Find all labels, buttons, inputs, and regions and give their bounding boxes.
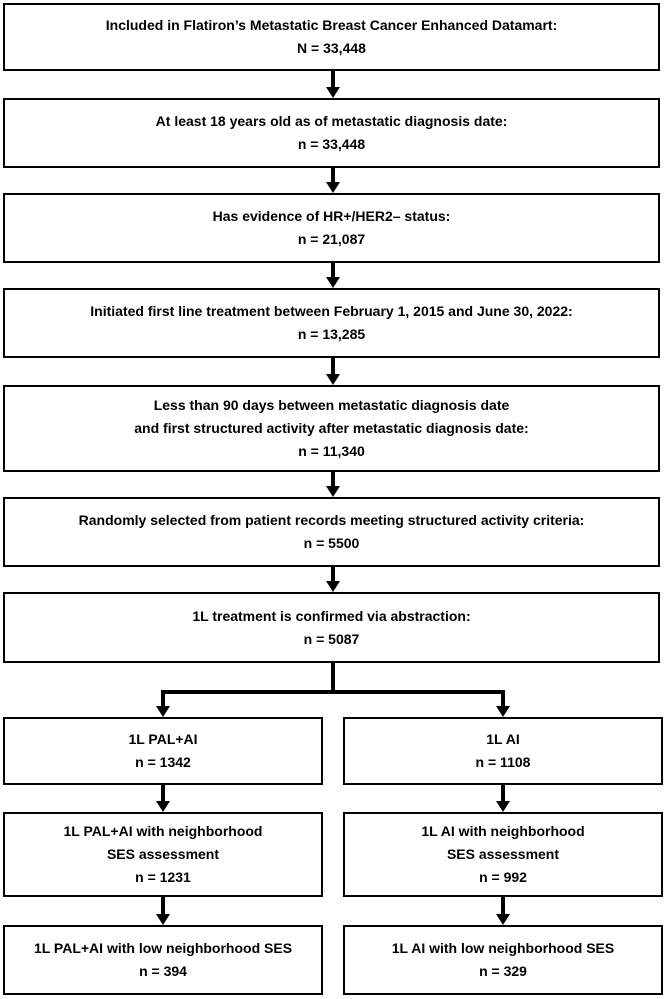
arrow-head-icon [326, 277, 340, 288]
box-title: 1L AI with low neighborhood SES [391, 940, 615, 956]
arrow-head-icon [156, 801, 170, 812]
box-title: 1L PAL+AI with low neighborhood SES [33, 940, 293, 956]
arrow-head-icon [326, 374, 340, 385]
box-hr-her2-status: Has evidence of HR+/HER2– status: n = 21… [3, 193, 660, 263]
box-1l-ai: 1L AI n = 1108 [343, 717, 663, 785]
box-count: N = 33,448 [297, 40, 366, 56]
arrow-head-icon [156, 914, 170, 925]
arrow-head-icon [156, 706, 170, 717]
box-included-datamart: Included in Flatiron’s Metastatic Breast… [3, 3, 660, 71]
box-count: n = 21,087 [297, 231, 366, 247]
box-title-line1: 1L PAL+AI with neighborhood [63, 823, 263, 839]
box-age-18: At least 18 years old as of metastatic d… [3, 98, 660, 168]
box-title: 1L treatment is confirmed via abstractio… [192, 607, 471, 624]
box-title-line2: SES assessment [106, 846, 220, 862]
arrow-head-icon [496, 914, 510, 925]
arrow-head-icon [326, 486, 340, 497]
arrow-head-icon [326, 87, 340, 98]
box-count: n = 5500 [303, 535, 360, 551]
box-1l-pal-ai-low-ses: 1L PAL+AI with low neighborhood SES n = … [3, 925, 323, 995]
arrow-stem [501, 897, 505, 914]
box-count: n = 5087 [303, 630, 360, 647]
box-title: Included in Flatiron’s Metastatic Breast… [105, 17, 558, 33]
box-count: n = 329 [479, 963, 527, 979]
box-count: n = 992 [479, 869, 527, 885]
arrow-stem [501, 785, 505, 801]
left-branch-arrow-1 [156, 785, 170, 812]
box-title-line1: 1L AI with neighborhood [421, 823, 585, 839]
split-arrow-right [496, 694, 510, 717]
box-title: Randomly selected from patient records m… [78, 512, 585, 528]
box-count: n = 33,448 [297, 136, 366, 152]
box-title: At least 18 years old as of metastatic d… [155, 113, 508, 129]
arrow-head-icon [496, 706, 510, 717]
down-arrow-5 [326, 472, 340, 497]
down-arrow-2 [326, 168, 340, 193]
box-count: n = 1108 [475, 754, 531, 770]
split-arrow-left [156, 694, 170, 717]
arrow-stem [331, 168, 335, 182]
arrow-stem [331, 71, 335, 87]
box-1l-pal-ai-ses-assessment: 1L PAL+AI with neighborhood SES assessme… [3, 812, 323, 897]
arrow-stem [161, 897, 165, 914]
split-bar [161, 690, 505, 694]
right-branch-arrow-2 [496, 897, 510, 925]
box-1l-confirmed: 1L treatment is confirmed via abstractio… [3, 592, 660, 663]
arrow-head-icon [326, 182, 340, 193]
box-title-line2: and first structured activity after meta… [134, 420, 529, 436]
box-count: n = 1342 [135, 754, 191, 770]
down-arrow-6 [326, 567, 340, 592]
box-title: Initiated first line treatment between F… [90, 303, 573, 319]
down-arrow-3 [326, 263, 340, 288]
box-1l-pal-ai: 1L PAL+AI n = 1342 [3, 717, 323, 785]
down-arrow-1 [326, 71, 340, 98]
arrow-stem [331, 567, 335, 581]
box-first-line-treatment: Initiated first line treatment between F… [3, 288, 660, 358]
arrow-stem [161, 785, 165, 801]
box-title-line2: SES assessment [446, 846, 560, 862]
arrow-head-icon [326, 581, 340, 592]
arrow-stem [331, 358, 335, 374]
arrow-head-icon [496, 801, 510, 812]
box-randomly-selected: Randomly selected from patient records m… [3, 497, 660, 567]
box-1l-ai-ses-assessment: 1L AI with neighborhood SES assessment n… [343, 812, 663, 897]
arrow-stem [501, 694, 505, 706]
box-count: n = 1231 [135, 869, 191, 885]
left-branch-arrow-2 [156, 897, 170, 925]
box-title: Has evidence of HR+/HER2– status: [212, 208, 451, 224]
arrow-stem [161, 694, 165, 706]
box-title: 1L AI [486, 731, 520, 747]
arrow-stem [331, 472, 335, 486]
right-branch-arrow-1 [496, 785, 510, 812]
box-count: n = 11,340 [298, 443, 365, 459]
down-arrow-4 [326, 358, 340, 385]
box-title-line1: Less than 90 days between metastatic dia… [153, 397, 510, 413]
arrow-stem [331, 263, 335, 277]
box-count: n = 13,285 [297, 326, 366, 342]
box-title: 1L PAL+AI [128, 731, 198, 747]
box-count: n = 394 [139, 963, 187, 979]
box-1l-ai-low-ses: 1L AI with low neighborhood SES n = 329 [343, 925, 663, 995]
box-structured-activity: Less than 90 days between metastatic dia… [3, 385, 660, 472]
split-stem [331, 663, 335, 694]
